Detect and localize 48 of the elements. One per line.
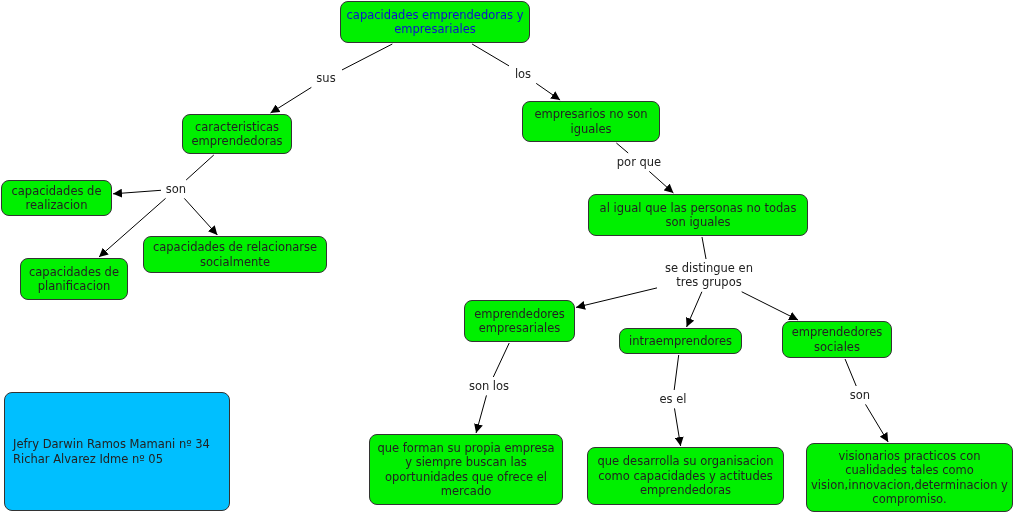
arrow — [575, 287, 658, 310]
concept-box — [369, 434, 563, 505]
connector-line — [185, 154, 215, 181]
concept-box — [588, 194, 808, 236]
concept-box — [522, 101, 660, 142]
concept-label: capacidades de relacionarse socialmente — [151, 240, 319, 269]
concept-label: capacidades de realizacion — [10, 183, 103, 213]
author-credit: Richar Alvarez Idme nº 05 — [13, 451, 163, 466]
concept-label: intraemprendores — [628, 333, 733, 349]
connector-line — [615, 142, 629, 154]
concept-label: que forman su propia empresa y siempre buscan las oportunidades que ofrece el mercado — [376, 440, 556, 499]
connector-line — [673, 354, 680, 391]
concept-box — [143, 236, 327, 273]
arrow — [183, 197, 218, 236]
concept-box — [20, 258, 128, 300]
connector-line — [844, 358, 857, 387]
author-credit: Jefry Darwin Ramos Mamani nº 34 — [13, 437, 210, 452]
concept-label: caracteristicas emprendedoras — [190, 119, 284, 149]
concept-label: que desarrolla su organisacion como capacidades y actitudes emprendedoras — [596, 454, 775, 498]
connector-line — [341, 43, 393, 71]
connector-line — [701, 236, 707, 260]
concept-box — [1, 180, 112, 216]
arrow — [865, 403, 889, 443]
arrow — [98, 197, 167, 258]
concept-label: emprendedores empresariales — [473, 306, 566, 336]
concept-label: emprendedores sociales — [790, 325, 884, 354]
author-box — [4, 392, 230, 511]
arrow — [674, 407, 684, 447]
concept-label: visionarios practicos con cualidades tales como vision,innovacion,determinacion y compromiso. — [811, 448, 1008, 507]
arrow — [686, 291, 703, 328]
concept-label: empresarios no son iguales — [533, 107, 649, 136]
concept-label: al igual que las personas no todas son iguales — [598, 200, 798, 230]
concept-box — [782, 321, 892, 358]
connector-line — [492, 342, 510, 378]
concept-box — [340, 1, 530, 43]
arrow — [112, 188, 162, 198]
arrow — [741, 291, 799, 321]
connector-line — [471, 43, 510, 67]
arrow — [474, 394, 487, 434]
arrow — [535, 82, 561, 101]
concept-label: capacidades emprendedoras y empresariales — [345, 7, 525, 37]
concept-box — [619, 328, 742, 354]
concept-label: capacidades de planificacion — [28, 264, 120, 294]
concept-box — [587, 447, 784, 505]
concept-box — [464, 300, 575, 342]
concept-box — [182, 114, 292, 154]
arrow — [648, 170, 674, 194]
arrow — [270, 86, 312, 114]
